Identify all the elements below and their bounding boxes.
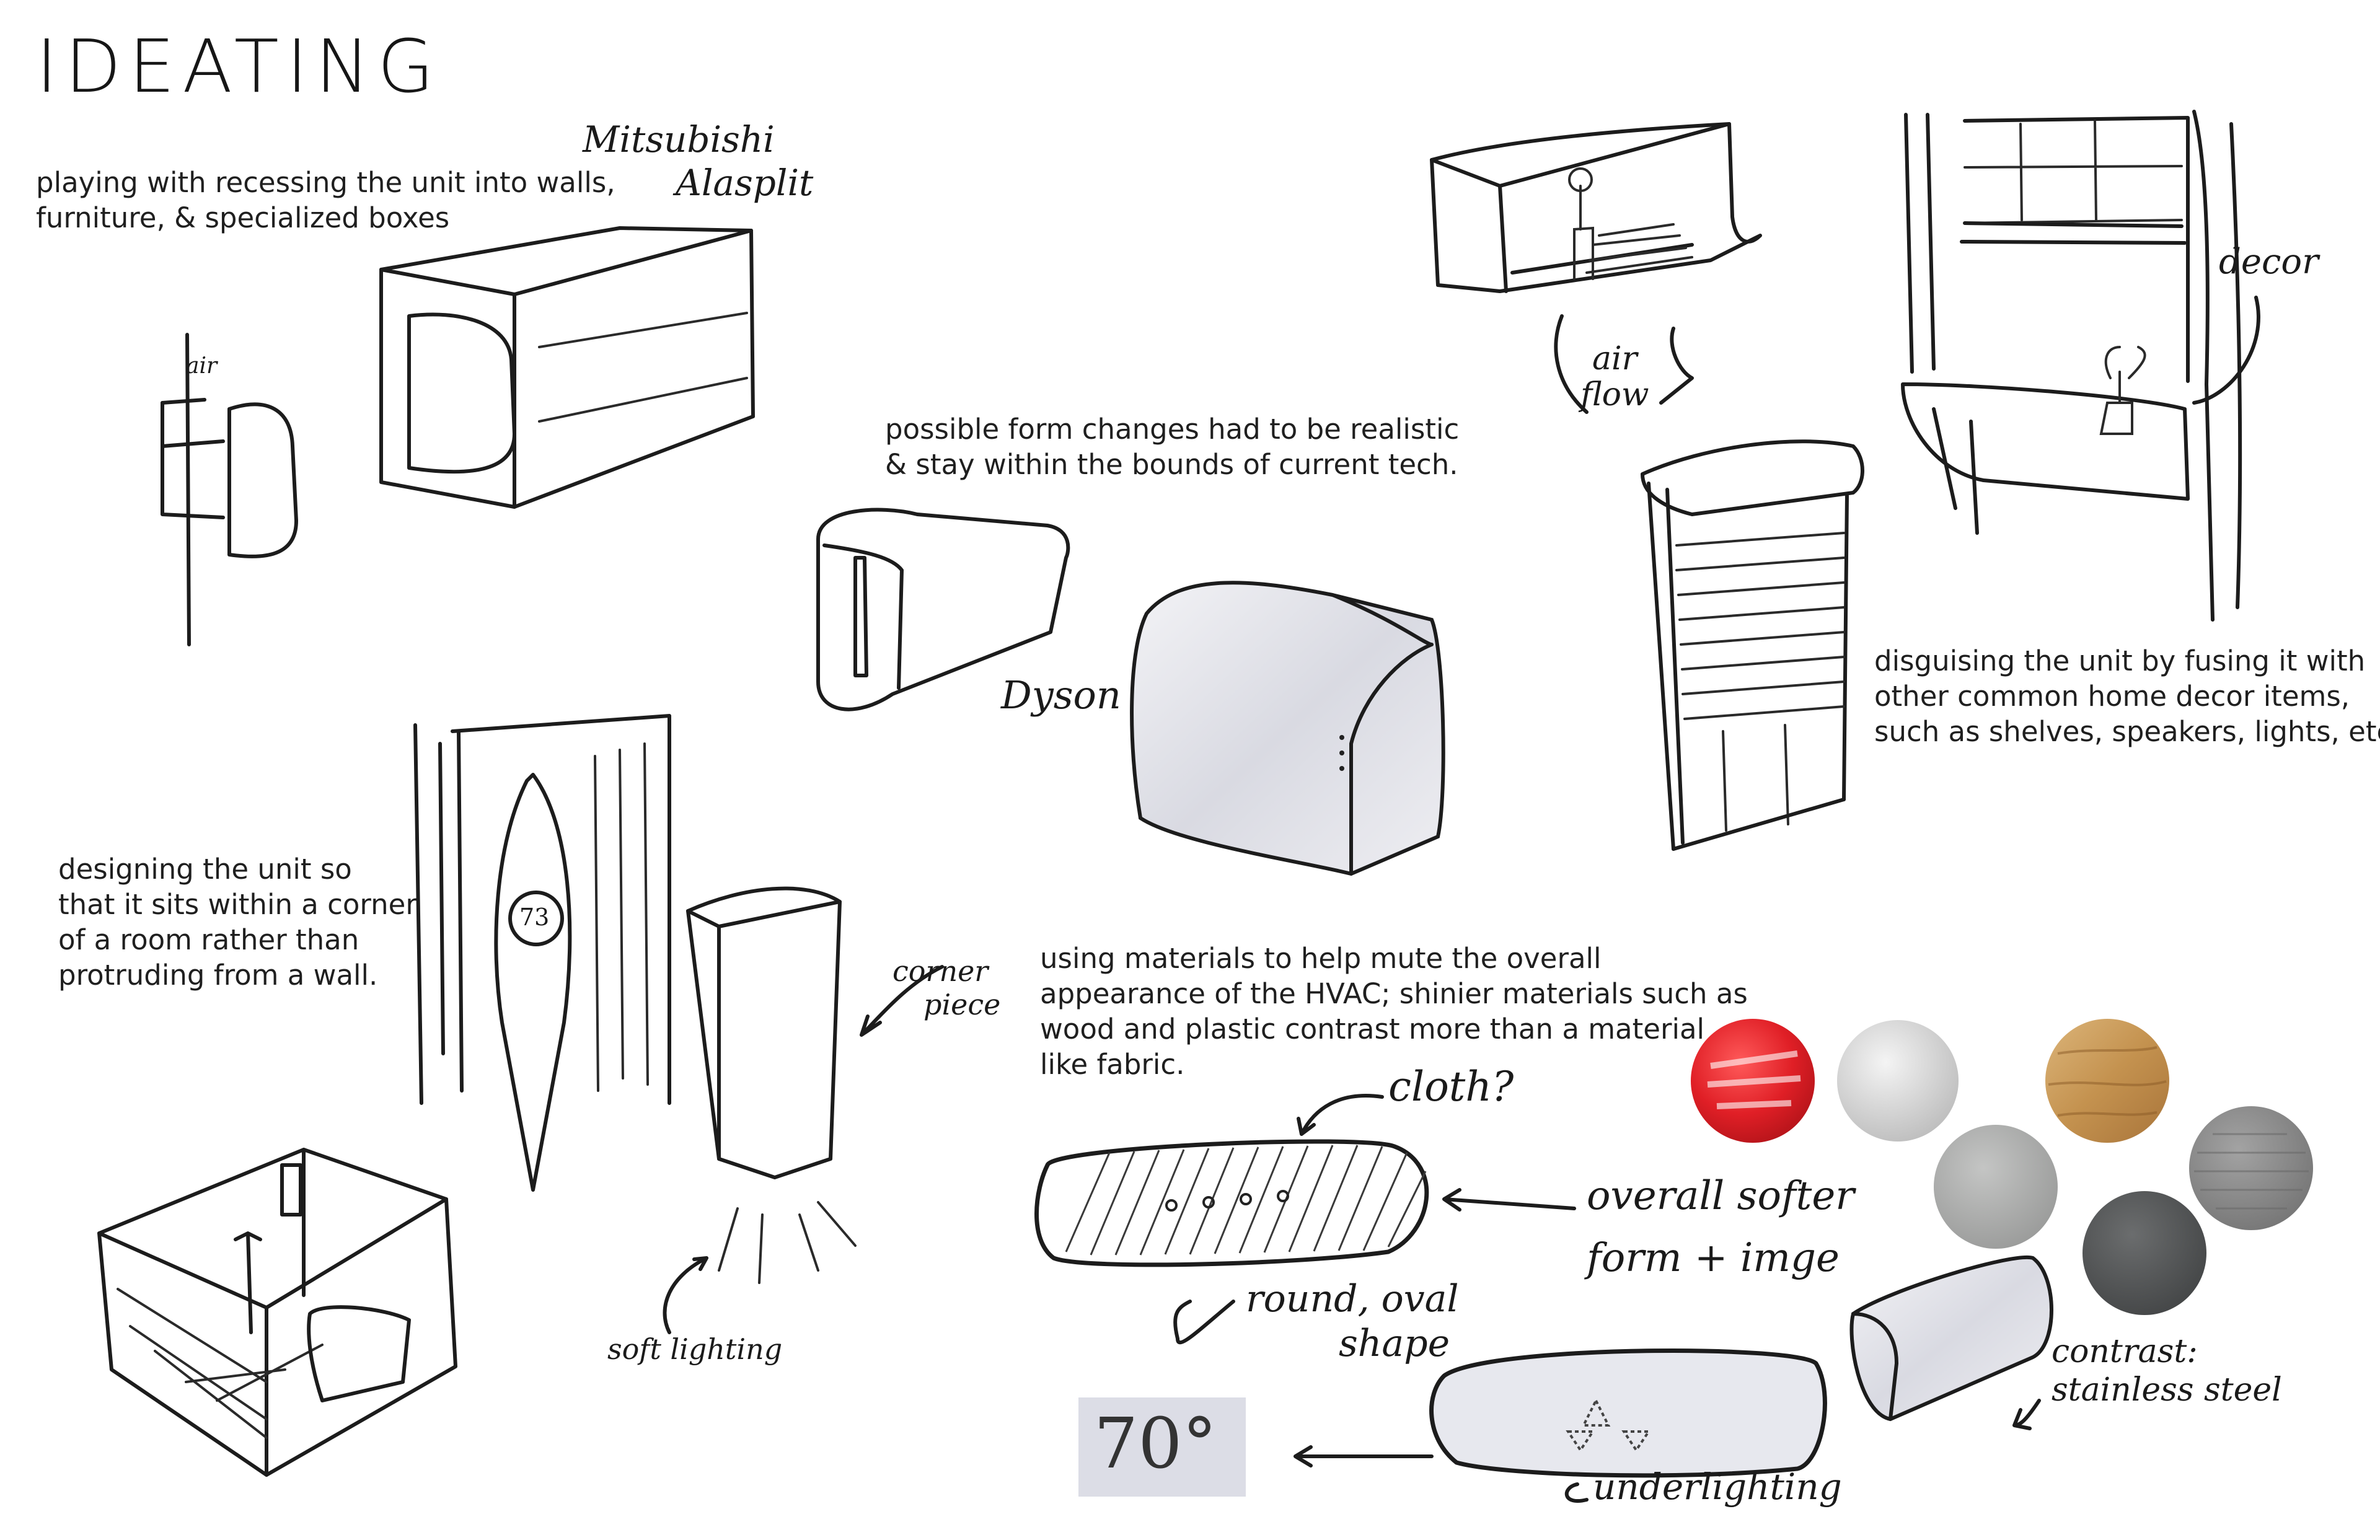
shelf-sketch: [1430, 122, 1762, 414]
label-air-flow: air flow: [1580, 340, 1649, 413]
thermostat-reading: 73: [519, 904, 550, 931]
display-temperature: 70°: [1094, 1404, 1217, 1484]
caption-recess: playing with recessing the unit into wal…: [36, 166, 615, 234]
swatch-gray-wood: [2189, 1106, 2313, 1230]
swatch-light-wood: [2045, 1019, 2169, 1143]
display-swatch: [1078, 1397, 1246, 1497]
label-overall-softer: overall softer form + imge: [1587, 1173, 1854, 1281]
room-cube-sketch: [97, 1148, 457, 1477]
stainless-unit-sketch: [1849, 1255, 2053, 1430]
page-title: IDEATING: [36, 24, 442, 109]
corner-unit-sketch: [413, 714, 671, 1192]
material-swatches: [1691, 1019, 2313, 1315]
swatch-brushed-aluminum: [1837, 1020, 1959, 1142]
wall-recess-sketch: [161, 333, 298, 646]
silver-unit-sketch: [1130, 581, 1445, 876]
label-air-small: air: [186, 353, 218, 379]
caption-disguise: disguising the unit by fusing it with ot…: [1874, 645, 2380, 748]
label-decor: decor: [2219, 242, 2319, 282]
caption-materials: using materials to help mute the overall…: [1040, 942, 1748, 1081]
label-contrast: contrast: stainless steel: [2052, 1333, 2282, 1409]
label-underlighting: underlighting: [1593, 1466, 1842, 1508]
label-corner-piece: corner piece: [892, 954, 1001, 1021]
underlit-oval-sketch: [1294, 1349, 1827, 1503]
label-dyson: Dyson: [1001, 672, 1121, 718]
window-sketch: [1901, 110, 2260, 622]
cloth-oval-sketch: [1034, 1094, 1576, 1345]
corner-piece-sketch: [663, 886, 944, 1334]
label-round-oval: round, oval shape: [1246, 1277, 1459, 1365]
label-mitsubishi: Mitsubishi Alasplit: [583, 118, 814, 204]
caption-form-changes: possible form changes had to be realisti…: [885, 413, 1460, 481]
label-cloth: cloth?: [1388, 1063, 1514, 1111]
mitsubishi-box-sketch: [379, 226, 755, 509]
swatch-gray-matte: [1934, 1125, 2058, 1249]
swatch-dark-fabric: [2082, 1191, 2206, 1315]
dyson-sketch: [816, 508, 1070, 711]
label-soft-lighting: soft lighting: [607, 1332, 783, 1366]
blinds-sketch: [1641, 439, 1864, 851]
caption-corner-design: designing the unit so that it sits withi…: [58, 853, 417, 992]
